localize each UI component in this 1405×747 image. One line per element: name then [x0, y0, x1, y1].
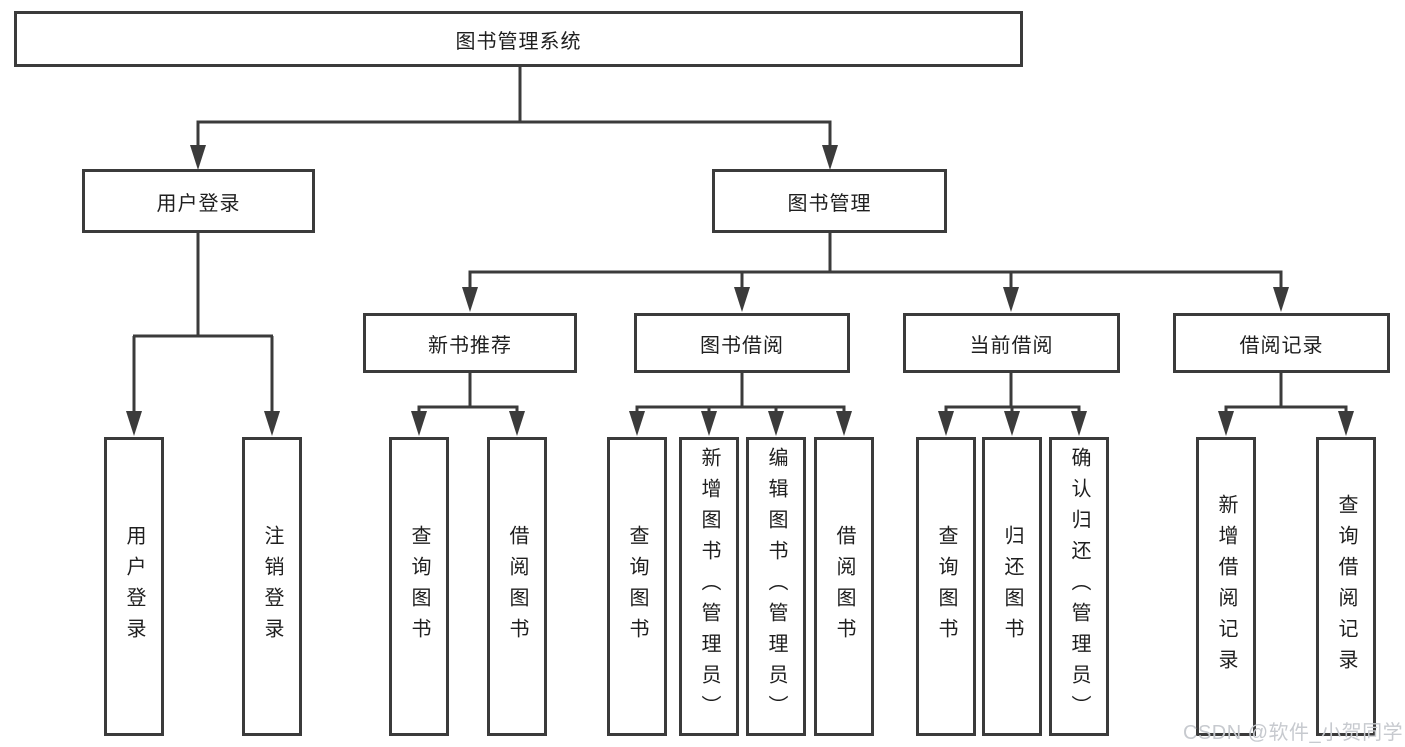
node-user-login-leaf: 用户登录 [104, 437, 164, 736]
node-return-books: 归还图书 [982, 437, 1042, 736]
node-confirm-return-admin: 确认归还（管理员） [1049, 437, 1109, 736]
node-book-borrowing: 图书借阅 [634, 313, 850, 373]
node-query-books-borrowing: 查询图书 [607, 437, 667, 736]
node-add-borrow-record: 新增借阅记录 [1196, 437, 1256, 736]
node-borrow-books: 借阅图书 [814, 437, 874, 736]
node-logout: 注销登录 [242, 437, 302, 736]
node-borrow-books-recommend: 借阅图书 [487, 437, 547, 736]
node-edit-books-admin: 编辑图书（管理员） [746, 437, 806, 736]
node-library-management-system: 图书管理系统 [14, 11, 1023, 67]
node-query-books-recommend: 查询图书 [389, 437, 449, 736]
node-current-borrowing: 当前借阅 [903, 313, 1120, 373]
node-user-login: 用户登录 [82, 169, 315, 233]
node-book-management: 图书管理 [712, 169, 947, 233]
node-query-borrow-record: 查询借阅记录 [1316, 437, 1376, 736]
csdn-watermark: CSDN @软件_小贺同学 [1183, 722, 1404, 744]
node-new-book-recommendation: 新书推荐 [363, 313, 577, 373]
node-query-books-current: 查询图书 [916, 437, 976, 736]
node-borrowing-records: 借阅记录 [1173, 313, 1390, 373]
node-add-books-admin: 新增图书（管理员） [679, 437, 739, 736]
